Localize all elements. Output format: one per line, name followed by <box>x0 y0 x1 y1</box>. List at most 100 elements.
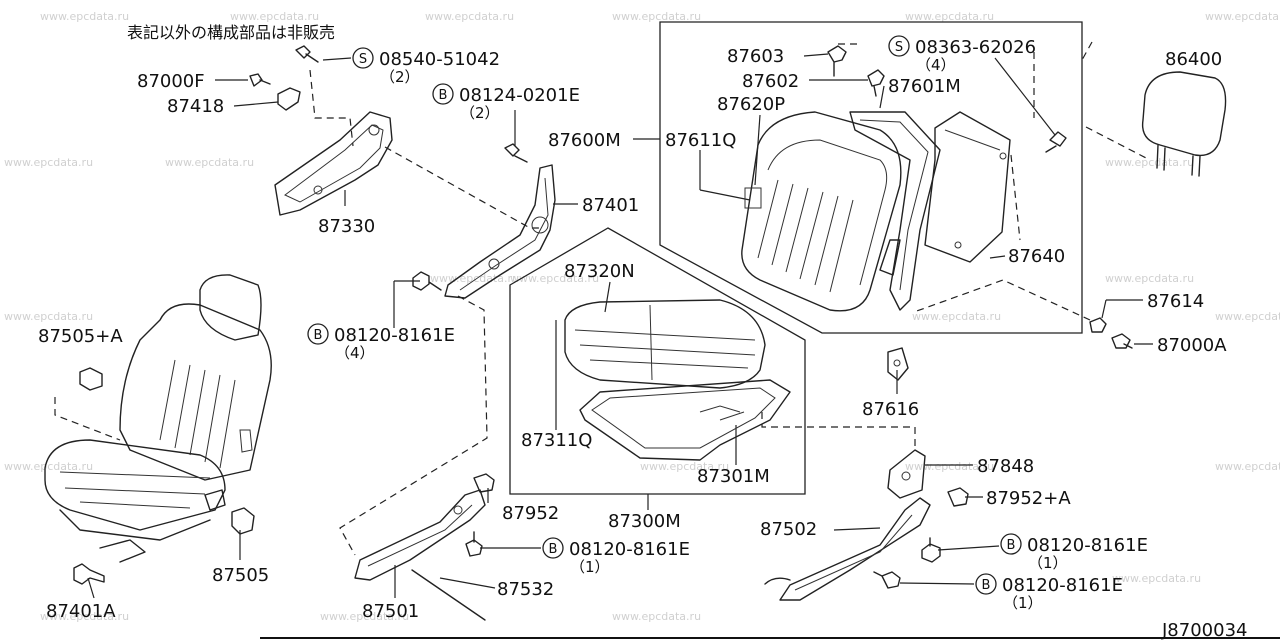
clip-87952-icon <box>473 473 495 493</box>
bracket-87616 <box>887 347 909 381</box>
fastener-qty: （4） <box>916 56 956 74</box>
fastener-number: 08540-51042 <box>379 49 500 70</box>
fastener-type-badge <box>1000 533 1022 555</box>
watermark-text: www.epcdata.ru <box>430 272 519 285</box>
clip-87505A-icon <box>79 367 103 391</box>
fastener-type-badge <box>888 35 910 57</box>
fastener-qty: （1） <box>570 558 610 576</box>
fastener-type-badge <box>542 537 564 559</box>
clip-87614-icon <box>1089 317 1107 333</box>
fastener-callout-f2: B 08124-0201E （2） <box>432 83 580 122</box>
fastener-number: 08120-8161E <box>334 325 455 346</box>
part-label-87620P: 87620P <box>717 94 785 115</box>
fastener-number: 08120-8161E <box>1027 535 1148 556</box>
fastener-type-badge <box>307 323 329 345</box>
rod-87532 <box>411 569 486 621</box>
fastener-qty: （2） <box>380 68 420 86</box>
watermark-text: www.epcdata.ru <box>230 10 319 23</box>
fastener-callout-f3: S 08363-62026 （4） <box>888 35 1036 74</box>
part-label-87603: 87603 <box>727 46 784 67</box>
watermark-text: www.epcdata.ru <box>640 460 729 473</box>
clip-87505-icon <box>231 507 255 535</box>
bolt-08124-icon <box>504 143 528 163</box>
watermark-layer: www.epcdata.ru www.epcdata.ru www.epcdat… <box>4 10 1280 623</box>
part-label-87614: 87614 <box>1147 291 1204 312</box>
fastener-number: 08120-8161E <box>569 539 690 560</box>
part-label-87952A: 87952+A <box>986 488 1071 509</box>
part-label-87330: 87330 <box>318 216 375 237</box>
not-sold-note: 表記以外の構成部品は非販売 <box>127 23 335 42</box>
part-label-86400: 86400 <box>1165 49 1222 70</box>
part-label-87602: 87602 <box>742 71 799 92</box>
fastener-callout-f7: B 08120-8161E （1） <box>975 573 1123 612</box>
watermark-text: www.epcdata.ru <box>165 156 254 169</box>
part-label-87611Q: 87611Q <box>665 130 736 151</box>
fastener-number: 08363-62026 <box>915 37 1036 58</box>
part-label-87600M: 87600M <box>548 130 621 151</box>
watermark-text: www.epcdata.ru <box>612 610 701 623</box>
watermark-text: www.epcdata.ru <box>1105 272 1194 285</box>
fastener-type-letter: S <box>895 40 903 55</box>
cushion-group-box <box>509 227 806 495</box>
watermark-text: www.epcdata.ru <box>905 460 994 473</box>
fastener-qty: （4） <box>335 344 375 362</box>
part-label-87532: 87532 <box>497 579 554 600</box>
part-label-87952: 87952 <box>502 503 559 524</box>
screw-08540-icon <box>295 45 319 63</box>
clip-87603-icon <box>827 45 847 77</box>
part-label-87505A: 87505+A <box>38 326 123 347</box>
part-label-87640: 87640 <box>1008 246 1065 267</box>
part-label-87300M: 87300M <box>608 511 681 532</box>
headrest-86400 <box>1141 71 1227 177</box>
bolt-87000A-icon <box>1111 333 1133 349</box>
watermark-text: www.epcdata.ru <box>612 10 701 23</box>
fastener-type-badge <box>352 47 374 69</box>
part-label-87401: 87401 <box>582 195 639 216</box>
bolt-08120-left-icon <box>465 531 483 557</box>
fastener-callout-f6: B 08120-8161E （1） <box>1000 533 1148 572</box>
part-label-87601M: 87601M <box>888 76 961 97</box>
fastener-qty: （1） <box>1003 594 1043 612</box>
cushion-87320N <box>564 299 766 389</box>
seat-rail-87502 <box>764 497 931 601</box>
part-label-87848: 87848 <box>977 456 1034 477</box>
cap-87418-icon <box>277 87 301 111</box>
fastener-type-badge <box>432 83 454 105</box>
watermark-text: www.epcdata.ru <box>4 310 93 323</box>
bolt-08120-icon <box>412 271 442 291</box>
seat-rail-87501 <box>354 489 486 581</box>
diagram-id: J8700034 <box>1161 620 1247 640</box>
fastener-type-letter: S <box>359 52 367 67</box>
part-label-87401A: 87401A <box>46 601 116 622</box>
complete-seat-illustration <box>44 274 272 563</box>
part-label-87616: 87616 <box>862 399 919 420</box>
watermark-text: www.epcdata.ru <box>1205 10 1280 23</box>
recliner-87401 <box>444 164 556 299</box>
back-panel-87640 <box>924 111 1011 263</box>
part-label-87320N: 87320N <box>564 261 635 282</box>
part-label-87505: 87505 <box>212 565 269 586</box>
watermark-text: www.epcdata.ru <box>1215 310 1280 323</box>
fastener-number: 08124-0201E <box>459 85 580 106</box>
fastener-callout-f4: B 08120-8161E （4） <box>307 323 455 362</box>
watermark-text: www.epcdata.ru <box>4 156 93 169</box>
watermark-text: www.epcdata.ru <box>912 310 1001 323</box>
fastener-type-badge <box>975 573 997 595</box>
seatback-87600M <box>741 111 902 312</box>
recliner-cover-87330 <box>274 111 393 216</box>
seatback-group-box <box>659 21 1083 334</box>
part-label-87502: 87502 <box>760 519 817 540</box>
fastener-number: 08120-8161E <box>1002 575 1123 596</box>
bolt-08120-right-upper-icon <box>921 537 941 563</box>
fastener-callout-f5: B 08120-8161E （1） <box>542 537 690 576</box>
watermark-text: www.epcdata.ru <box>4 460 93 473</box>
watermark-text: www.epcdata.ru <box>320 610 409 623</box>
fastener-type-letter: B <box>1007 538 1016 553</box>
fastener-type-letter: B <box>314 328 323 343</box>
fastener-type-letter: B <box>439 88 448 103</box>
watermark-text: www.epcdata.ru <box>905 10 994 23</box>
fastener-type-letter: B <box>549 542 558 557</box>
bolt-87401A-icon <box>73 563 105 585</box>
